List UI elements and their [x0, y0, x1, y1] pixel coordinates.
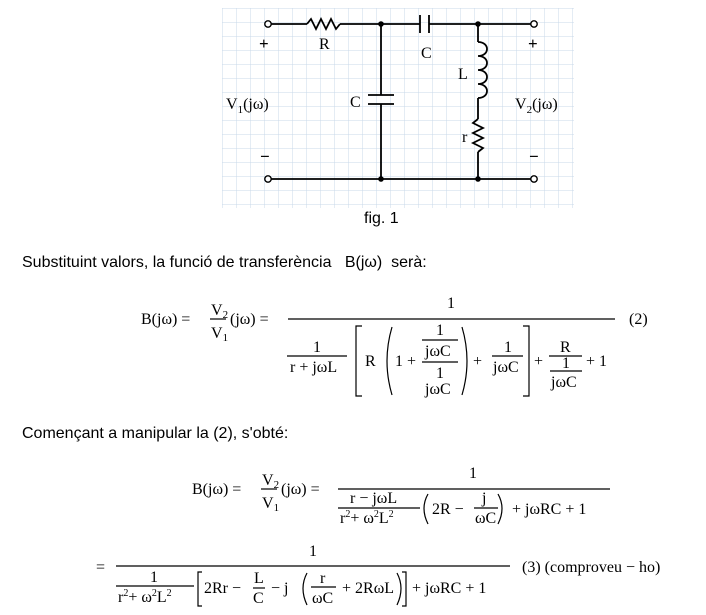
- C-series-label: C: [421, 45, 432, 62]
- svg-text:V1: V1: [211, 325, 228, 344]
- svg-text:1: 1: [469, 465, 477, 482]
- equation-3b-svg: = 1 1 r2+ ω2L2 2Rr − L C − j r ωC + 2RωL…: [96, 543, 660, 607]
- svg-text:jωC: jωC: [550, 374, 577, 391]
- svg-text:1: 1: [313, 339, 321, 356]
- svg-text:+ jωRC + 1: + jωRC + 1: [412, 580, 486, 597]
- node-bottom-mid: [378, 176, 384, 182]
- minus-right-label: −: [529, 147, 539, 166]
- svg-text:+ 1: + 1: [586, 353, 607, 370]
- equation-3a: B(jω) = V2 V1 (jω) = 1 r − jωL r2+ ω2L2 …: [180, 458, 620, 530]
- svg-text:1: 1: [447, 295, 455, 312]
- svg-text:jωC: jωC: [424, 343, 451, 360]
- svg-text:1: 1: [562, 355, 570, 372]
- circuit-figure: + − + − R C C L r V1(jω) V2(jω): [222, 8, 574, 208]
- minus-left-label: −: [260, 147, 270, 166]
- svg-text:(jω) =: (jω) =: [281, 481, 320, 498]
- svg-text:1: 1: [436, 365, 444, 382]
- plus-right-label: +: [528, 34, 538, 53]
- svg-text:ωC: ωC: [475, 510, 496, 527]
- svg-text:V1: V1: [262, 495, 279, 514]
- svg-text:(3) (comproveu − ho): (3) (comproveu − ho): [522, 559, 660, 576]
- svg-text:2R −: 2R −: [432, 501, 464, 518]
- resistor-R: [306, 16, 341, 32]
- paragraph-transfer-function: Substituint valors, la funció de transfe…: [22, 254, 427, 271]
- svg-text:V2: V2: [211, 302, 228, 321]
- svg-text:R: R: [560, 339, 571, 356]
- equation-2-svg: B(jω) = V2 V1 (jω) = 1 1 r + jωL R 1 + 1…: [141, 295, 648, 398]
- svg-text:j: j: [481, 490, 486, 507]
- svg-text:1: 1: [309, 543, 317, 560]
- inductor-L: [477, 41, 488, 99]
- terminal-top-left: [264, 20, 272, 28]
- plus-left-label: +: [259, 34, 269, 53]
- equation-2: B(jω) = V2 V1 (jω) = 1 1 r + jωL R 1 + 1…: [130, 286, 706, 398]
- svg-text:r2+ ω2L2: r2+ ω2L2: [340, 509, 394, 527]
- circuit-diagram: + − + − R C C L r V1(jω) V2(jω): [222, 8, 574, 208]
- svg-text:r − jωL: r − jωL: [350, 490, 397, 507]
- svg-text:C: C: [253, 590, 264, 607]
- svg-text:2Rr −: 2Rr −: [204, 580, 241, 597]
- svg-text:B(jω) =: B(jω) =: [141, 311, 190, 328]
- terminal-bottom-left: [264, 175, 272, 183]
- equation-3b: = 1 1 r2+ ω2L2 2Rr − L C − j r ωC + 2RωL…: [90, 540, 706, 610]
- grid-background: [222, 8, 574, 208]
- terminal-bottom-right: [530, 175, 538, 183]
- svg-text:=: =: [96, 559, 105, 576]
- paragraph-manipulation: Començant a manipular la (2), s'obté:: [22, 425, 289, 442]
- svg-text:1: 1: [150, 569, 158, 586]
- V2-label: V2(jω): [515, 96, 558, 116]
- svg-text:jωC: jωC: [492, 359, 519, 376]
- node-top-mid: [378, 21, 384, 27]
- svg-text:r + jωL: r + jωL: [290, 359, 337, 376]
- svg-text:1: 1: [436, 322, 444, 339]
- svg-text:B(jω) =: B(jω) =: [192, 481, 241, 498]
- svg-text:r: r: [320, 570, 326, 587]
- node-top-right: [475, 21, 481, 27]
- svg-text:V2: V2: [262, 472, 279, 491]
- svg-text:L: L: [254, 570, 264, 587]
- terminal-top-right: [530, 20, 538, 28]
- svg-text:R: R: [365, 353, 376, 370]
- svg-text:1: 1: [504, 339, 512, 356]
- svg-text:(2): (2): [629, 311, 648, 328]
- svg-text:(jω) =: (jω) =: [230, 311, 269, 328]
- svg-text:ωC: ωC: [312, 590, 333, 607]
- resistor-r: [470, 118, 486, 153]
- V1-label: V1(jω): [226, 96, 269, 116]
- svg-text:jωC: jωC: [424, 381, 451, 398]
- svg-text:− j: − j: [271, 580, 288, 597]
- node-bottom-right: [475, 176, 481, 182]
- svg-text:+ 2RωL: + 2RωL: [342, 580, 394, 597]
- C-shunt-label: C: [350, 94, 361, 111]
- figure-caption: fig. 1: [364, 210, 399, 227]
- svg-text:1 +: 1 +: [395, 353, 416, 370]
- svg-text:+ jωRC + 1: + jωRC + 1: [512, 501, 586, 518]
- svg-text:+: +: [534, 353, 543, 370]
- svg-text:+: +: [473, 353, 482, 370]
- R-label: R: [319, 36, 330, 53]
- L-label: L: [458, 66, 468, 83]
- svg-text:r2+ ω2L2: r2+ ω2L2: [118, 588, 172, 606]
- equation-3a-svg: B(jω) = V2 V1 (jω) = 1 r − jωL r2+ ω2L2 …: [192, 465, 610, 527]
- r-label: r: [462, 129, 468, 146]
